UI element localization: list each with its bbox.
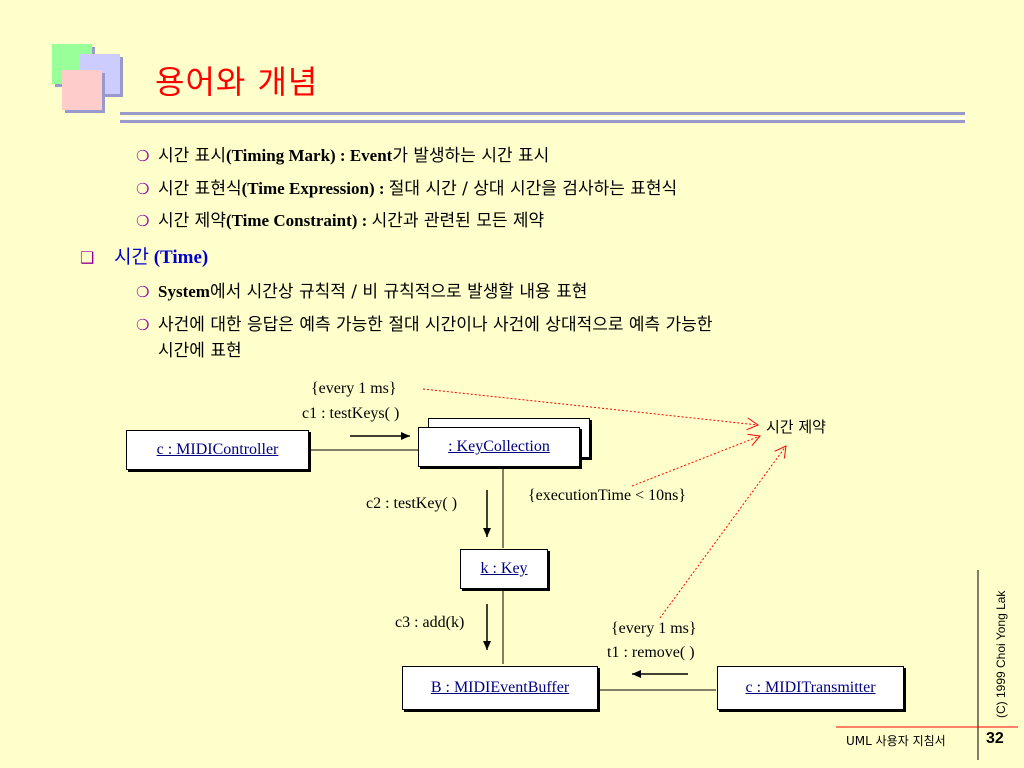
label-execution-time: {executionTime < 10ns} — [528, 487, 687, 504]
label-c2-testkey: c2 : testKey( ) — [366, 495, 458, 512]
bullet-text-kor: 시간 표시 — [158, 146, 226, 166]
section-heading-kor: 시간 — [114, 246, 149, 268]
object-label: : KeyCollection — [448, 438, 550, 455]
bullet-text-kor: 시간 표현식 — [158, 179, 242, 199]
bullet-time-expression: ❍ 시간 표현식(Time Expression) : 절대 시간 / 상대 시간… — [136, 178, 677, 200]
constraint-pointer-1 — [422, 388, 760, 431]
page-number: 32 — [986, 730, 1004, 747]
object-label: c : MIDIController — [156, 441, 279, 458]
bullet-text-kor: 시간 제약 — [158, 211, 226, 231]
bullet-response-cont: 시간에 표현 — [158, 340, 242, 362]
bullet-timing-mark: ❍ 시간 표시(Timing Mark) : Event가 발생하는 시간 표시 — [136, 145, 549, 167]
page-title: 용어와 개념 — [155, 63, 319, 101]
bullet-text-eng: System — [158, 282, 210, 301]
bullet-text-eng: (Timing Mark) : Event — [225, 146, 393, 165]
label-c3-add: c3 : add(k) — [395, 614, 465, 631]
object-label: k : Key — [480, 560, 528, 577]
bullet-text-kor: 에서 시간상 규칙적 / 비 규칙적으로 발생할 내용 표현 — [209, 282, 588, 302]
object-label: B : MIDIEventBuffer — [430, 679, 570, 696]
label-time-constraint: 시간 제약 — [766, 418, 826, 436]
bullet-text-kor: 절대 시간 / 상대 시간을 검사하는 표현식 — [388, 179, 678, 199]
label-t1-remove: t1 : remove( ) — [607, 644, 695, 661]
bullet-marker-icon: ❍ — [136, 180, 150, 198]
object-midi-transmitter[interactable]: c : MIDITransmitter — [717, 666, 904, 710]
checkbox-bullet-icon: ❑ — [80, 248, 95, 267]
bullet-text-kor: 시간과 관련된 모든 제약 — [371, 211, 545, 231]
section-heading-time: ❑ 시간 (Time) — [80, 246, 208, 269]
title-divider — [120, 112, 965, 123]
constraint-pointer-3 — [659, 445, 787, 619]
bullet-marker-icon: ❍ — [136, 212, 150, 230]
bullet-marker-icon: ❍ — [136, 147, 150, 165]
bullet-text-eng: (Time Expression) : — [241, 179, 389, 198]
object-label: c : MIDITransmitter — [745, 679, 876, 696]
bullet-marker-icon: ❍ — [136, 316, 150, 334]
object-key[interactable]: k : Key — [460, 549, 548, 589]
label-every-1ms-bottom: {every 1 ms} — [611, 620, 697, 637]
section-heading-eng: (Time) — [148, 247, 209, 268]
object-midi-controller[interactable]: c : MIDIController — [126, 430, 309, 470]
label-c1-testkeys: c1 : testKeys( ) — [302, 405, 400, 422]
bullet-system: ❍ System에서 시간상 규칙적 / 비 규칙적으로 발생할 내용 표현 — [136, 281, 587, 303]
bullet-response: ❍ 사건에 대한 응답은 예측 가능한 절대 시간이나 사건에 상대적으로 예측 … — [136, 314, 713, 336]
label-every-1ms-top: {every 1 ms} — [311, 380, 397, 397]
constraint-pointer-2 — [631, 433, 761, 487]
object-keycollection[interactable]: : KeyCollection — [418, 427, 580, 467]
bullet-time-constraint: ❍ 시간 제약(Time Constraint) : 시간과 관련된 모든 제약 — [136, 210, 544, 232]
bullet-text-line2: 시간에 표현 — [158, 341, 242, 361]
object-midi-event-buffer[interactable]: B : MIDIEventBuffer — [402, 666, 598, 710]
bullet-text-line1: 사건에 대한 응답은 예측 가능한 절대 시간이나 사건에 상대적으로 예측 가… — [158, 315, 713, 335]
bullet-text-kor: 가 발생하는 시간 표시 — [392, 146, 550, 166]
copyright-text: (C) 1999 Choi Yong Lak — [994, 590, 1008, 718]
logo-square-pink — [62, 70, 102, 110]
bullet-marker-icon: ❍ — [136, 283, 150, 301]
bullet-text-eng: (Time Constraint) : — [225, 211, 372, 230]
footer-title: UML 사용자 지침서 — [846, 734, 946, 748]
